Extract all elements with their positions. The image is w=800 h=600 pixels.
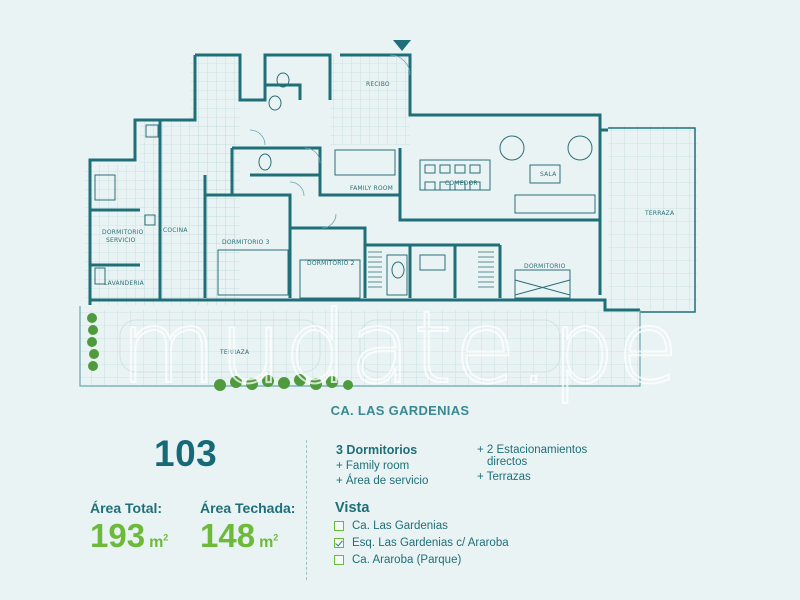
- entrance-triangle-icon: [393, 40, 411, 51]
- vista-option-araroba[interactable]: Ca. Araroba (Parque): [334, 554, 461, 566]
- room-label-sala: SALA: [540, 171, 557, 178]
- checkbox-icon[interactable]: [334, 521, 344, 531]
- feature-bedrooms: 3 Dormitorios: [336, 443, 418, 457]
- feature-parking: + 2 Estacionamientos: [477, 444, 588, 456]
- area-techada-unit: m2: [259, 532, 279, 551]
- vista-option-gardenias[interactable]: Ca. Las Gardenias: [334, 520, 448, 532]
- terrace-bottom: [79, 306, 641, 387]
- tiled-floors: [80, 55, 698, 385]
- room-label-dormitorio-2: DORMITORIO 2: [307, 260, 355, 267]
- furniture: [94, 72, 596, 299]
- area-total-unit: m2: [149, 532, 169, 551]
- stair-hatch: [368, 251, 494, 288]
- room-label-family-room: FAMILY ROOM: [350, 185, 393, 192]
- terrace-right: [608, 127, 696, 313]
- room-label-terraza-bottom: TERRAZA: [219, 349, 250, 356]
- cars: [119, 319, 561, 373]
- feature-terraces: + Terrazas: [477, 471, 531, 483]
- floor-plan: RECIBO FAMILY ROOM COMEDOR SALA TERRAZA …: [79, 40, 698, 391]
- room-label-dormitorio-3: DORMITORIO 3: [222, 239, 270, 246]
- feature-service-area: + Área de servicio: [336, 475, 429, 487]
- vista-option-label: Ca. Las Gardenias: [352, 520, 448, 532]
- area-techada-label: Área Techada:: [200, 500, 296, 516]
- room-label-comedor: COMEDOR: [445, 180, 478, 187]
- checkbox-icon[interactable]: [334, 555, 344, 565]
- divider: [306, 440, 307, 580]
- area-total-label: Área Total:: [90, 500, 163, 516]
- feature-parking-2: directos: [487, 456, 528, 468]
- room-label-dormitorio-servicio: DORMITORIO: [102, 229, 144, 236]
- area-total-value: 193: [90, 517, 146, 554]
- feature-family-room: + Family room: [336, 460, 410, 472]
- vista-option-label: Esq. Las Gardenias c/ Araroba: [352, 537, 509, 549]
- walls: [88, 53, 640, 312]
- area-techada-value: 148: [200, 517, 256, 554]
- room-label-recibo: RECIBO: [366, 81, 390, 88]
- room-label-dormitorio: DORMITORIO: [524, 263, 566, 270]
- unit-number: 103: [154, 433, 218, 474]
- room-label-dormitorio-servicio-2: SERVICIO: [106, 237, 136, 244]
- vista-option-esquina[interactable]: Esq. Las Gardenias c/ Araroba: [334, 537, 509, 549]
- plants: [87, 313, 353, 391]
- street-label: CA. LAS GARDENIAS: [330, 403, 470, 418]
- vista-option-label: Ca. Araroba (Parque): [352, 554, 462, 566]
- checkbox-checked-icon[interactable]: [334, 538, 344, 548]
- room-label-cocina: COCINA: [163, 227, 188, 234]
- vista-title: Vista: [335, 500, 370, 516]
- doors: [249, 54, 411, 229]
- room-label-lavanderia: LAVANDERIA: [104, 280, 145, 287]
- room-label-terraza-right: TERRAZA: [644, 210, 675, 217]
